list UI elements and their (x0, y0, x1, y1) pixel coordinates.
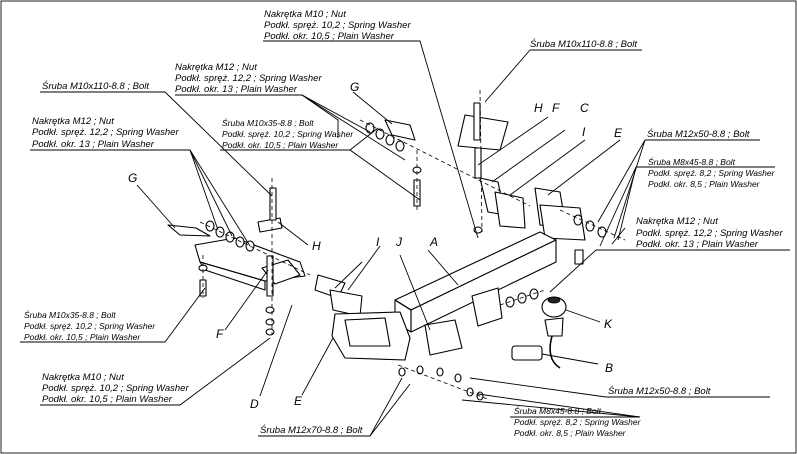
part-letter-f-left: F (216, 327, 224, 341)
fastener-labels: Nakrętka M10 ; Nut Podkł. spręż. 10,2 ; … (24, 9, 783, 438)
svg-text:Podkł. okr. 13 ; Plain Washer: Podkł. okr. 13 ; Plain Washer (636, 239, 759, 250)
part-letter-b: B (605, 361, 613, 375)
part-letter-a: A (429, 235, 438, 249)
label-bolt-m12x50-lower: Śruba M12x50-8.8 ; Bolt (608, 385, 711, 397)
svg-text:Podkł. spręż. 12,2 ; Spring Wa: Podkł. spręż. 12,2 ; Spring Washer (636, 228, 783, 239)
svg-text:Podkł. spręż. 12,2 ; Spring Wa: Podkł. spręż. 12,2 ; Spring Washer (32, 127, 179, 138)
svg-text:Podkł. okr. 10,5 ; Plain Washe: Podkł. okr. 10,5 ; Plain Washer (222, 140, 339, 150)
leader-lines (20, 40, 790, 437)
part-letter-i-left: I (376, 235, 380, 249)
svg-text:Podkł. okr. 10,5 ; Plain Washe: Podkł. okr. 10,5 ; Plain Washer (264, 31, 395, 42)
svg-text:Podkł. okr. 13 ; Plain Washer: Podkł. okr. 13 ; Plain Washer (175, 84, 298, 95)
svg-text:Śruba M10x35-8.8 ; Bolt: Śruba M10x35-8.8 ; Bolt (222, 117, 314, 128)
label-bolt-m8x45-right: Śruba M8x45-8.8 ; Bolt Podkł. spręż. 8,2… (648, 156, 776, 189)
part-letter-g-left: G (128, 171, 137, 185)
part-letters: A B C D E E F F G G H H I I J K (128, 80, 623, 411)
tow-ball-and-socket (511, 296, 567, 369)
part-letter-h-left: H (312, 239, 321, 253)
svg-text:Nakrętka M12 ; Nut: Nakrętka M12 ; Nut (32, 116, 114, 127)
main-crossbar (314, 231, 557, 333)
label-bolt-m8x45-lower: Śruba M8x45-8.8 ; Bolt Podkł. spręż. 8,2… (514, 405, 642, 438)
svg-text:Podkł. okr. 8,5 ; Plain Washer: Podkł. okr. 8,5 ; Plain Washer (514, 428, 627, 438)
label-bolt-m10x110-top: Śruba M10x110-8.8 ; Bolt (530, 38, 637, 50)
svg-text:Nakrętka M12 ; Nut: Nakrętka M12 ; Nut (636, 216, 718, 227)
part-letter-d: D (250, 397, 259, 411)
svg-text:Podkł. spręż. 12,2 ; Spring Wa: Podkł. spręż. 12,2 ; Spring Washer (175, 73, 322, 84)
label-nut-m12-right: Nakrętka M12 ; Nut Podkł. spręż. 12,2 ; … (636, 216, 783, 250)
svg-text:Nakrętka M12 ; Nut: Nakrętka M12 ; Nut (175, 62, 257, 73)
svg-text:Śruba M10x35-8.8 ; Bolt: Śruba M10x35-8.8 ; Bolt (24, 309, 116, 320)
label-bolt-m12x50-right: Śruba M12x50-8.8 ; Bolt (647, 128, 750, 140)
svg-text:Nakrętka M10 ; Nut: Nakrętka M10 ; Nut (264, 9, 346, 20)
part-letter-e-right: E (614, 126, 623, 140)
svg-text:Śruba M8x45-8.8 ; Bolt: Śruba M8x45-8.8 ; Bolt (514, 405, 602, 416)
label-nut-m10-lower: Nakrętka M10 ; Nut Podkł. spręż. 10,2 ; … (42, 372, 189, 405)
part-letter-f-right: F (552, 101, 560, 115)
part-letter-h-right: H (534, 101, 543, 115)
label-nut-m12-left: Nakrętka M12 ; Nut Podkł. spręż. 12,2 ; … (32, 116, 179, 150)
svg-text:Podkł. spręż. 8,2 ; Spring Was: Podkł. spręż. 8,2 ; Spring Washer (648, 168, 776, 178)
label-nut-m10-top: Nakrętka M10 ; Nut Podkł. spręż. 10,2 ; … (264, 9, 411, 42)
svg-text:Podkł. spręż. 10,2 ; Spring Wa: Podkł. spręż. 10,2 ; Spring Washer (222, 129, 354, 139)
svg-text:Podkł. okr. 8,5 ; Plain Washer: Podkł. okr. 8,5 ; Plain Washer (648, 179, 761, 189)
svg-text:Podkł. okr. 13 ; Plain Washer: Podkł. okr. 13 ; Plain Washer (32, 139, 155, 150)
part-letter-j: J (395, 235, 403, 249)
label-nut-m12-top: Nakrętka M12 ; Nut Podkł. spręż. 12,2 ; … (175, 62, 322, 95)
part-letter-g-right: G (350, 80, 359, 94)
right-bracket-assembly (384, 102, 586, 241)
label-bolt-m10x110-left: Śruba M10x110-8.8 ; Bolt (42, 80, 149, 92)
svg-text:Śruba M8x45-8.8 ; Bolt: Śruba M8x45-8.8 ; Bolt (648, 156, 736, 167)
centre-bracket (331, 287, 503, 361)
svg-text:Nakrętka M10 ; Nut: Nakrętka M10 ; Nut (42, 372, 124, 383)
svg-text:Podkł. okr. 10,5 ; Plain Washe: Podkł. okr. 10,5 ; Plain Washer (42, 394, 173, 405)
svg-text:Podkł. spręż. 8,2 ; Spring Was: Podkł. spręż. 8,2 ; Spring Washer (514, 417, 642, 427)
part-letter-c: C (580, 101, 589, 115)
label-bolt-m10x35-lower: Śruba M10x35-8.8 ; Bolt Podkł. spręż. 10… (24, 309, 156, 342)
svg-text:Podkł. spręż. 10,2 ; Spring Wa: Podkł. spręż. 10,2 ; Spring Washer (42, 383, 189, 394)
part-letter-e-left: E (294, 394, 303, 408)
part-letter-i-right: I (582, 125, 586, 139)
part-letter-k: K (604, 317, 613, 331)
svg-text:Podkł. spręż. 10,2 ; Spring Wa: Podkł. spręż. 10,2 ; Spring Washer (264, 20, 411, 31)
svg-text:Podkł. spręż. 10,2 ; Spring Wa: Podkł. spręż. 10,2 ; Spring Washer (24, 321, 156, 331)
label-bolt-m10x35-upper: Śruba M10x35-8.8 ; Bolt Podkł. spręż. 10… (222, 117, 354, 150)
svg-text:Podkł. okr. 10,5 ; Plain Washe: Podkł. okr. 10,5 ; Plain Washer (24, 332, 141, 342)
label-bolt-m12x70-bottom: Śruba M12x70-8.8 ; Bolt (260, 424, 363, 436)
